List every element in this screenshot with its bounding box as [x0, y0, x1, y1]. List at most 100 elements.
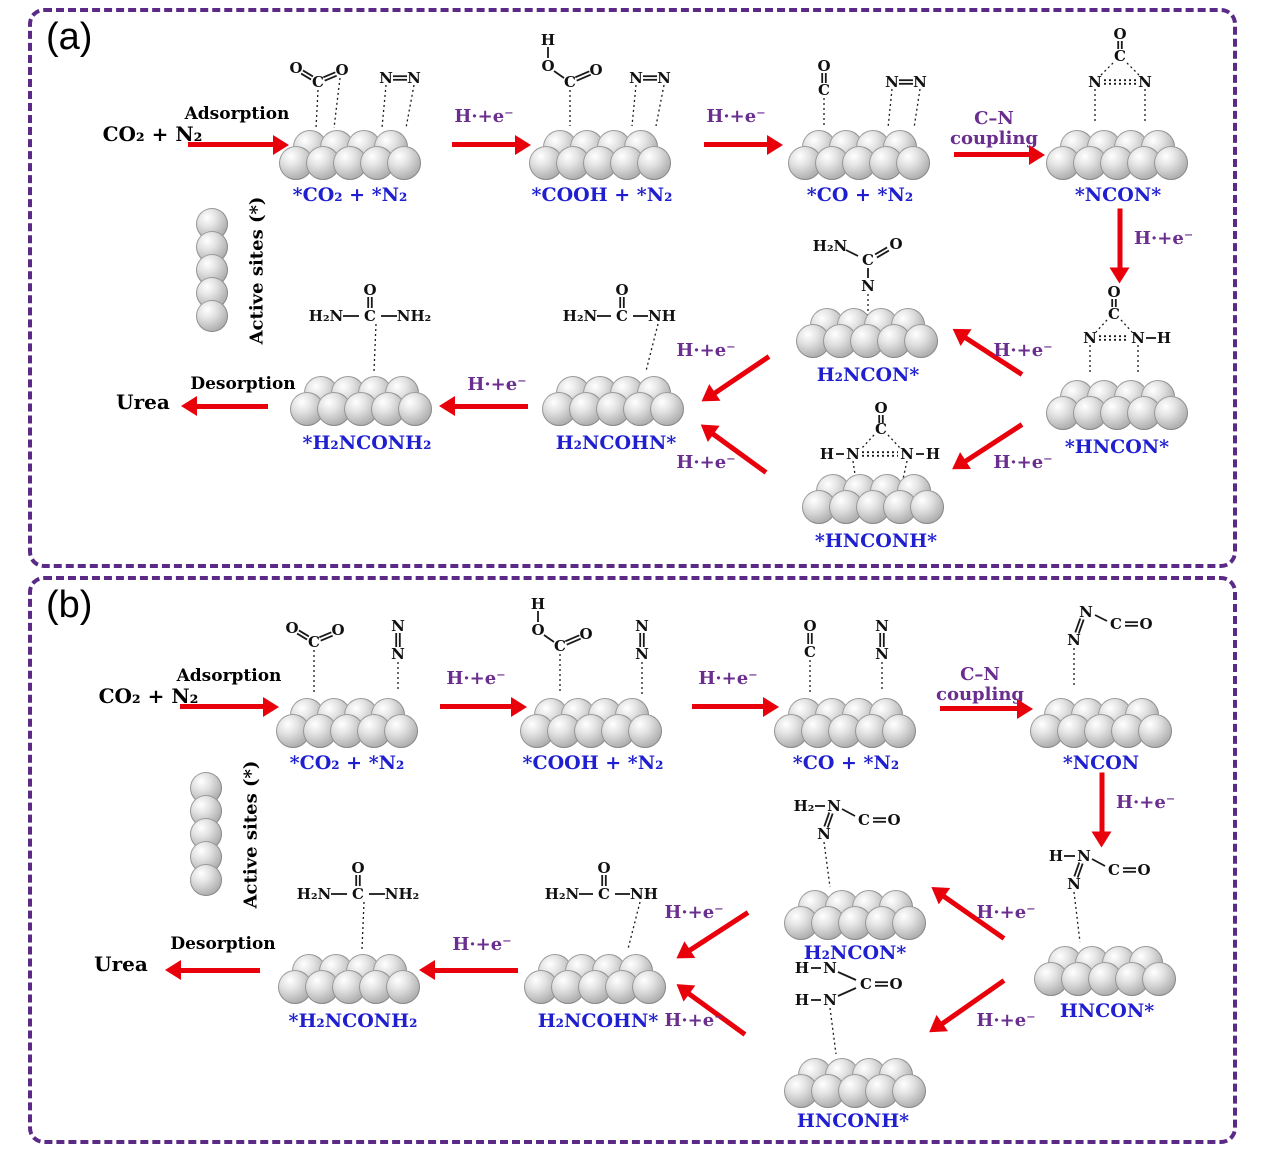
- svg-text:N: N: [1088, 73, 1102, 91]
- svg-text:C: C: [308, 633, 320, 651]
- h-e-arrow-b1: [440, 704, 512, 709]
- svg-text:N: N: [1083, 329, 1097, 347]
- cn-coupling-label2-b: coupling: [936, 684, 1024, 705]
- svg-text:N: N: [900, 445, 914, 463]
- species-label-hnconh-b: HNCONH*: [796, 1110, 910, 1132]
- svg-text:N: N: [1138, 73, 1152, 91]
- svg-text:O: O: [887, 811, 900, 829]
- species-label-hncon-a: *HNCON*: [1064, 436, 1170, 458]
- catalyst-sphere: [386, 970, 420, 1004]
- svg-text:C: C: [564, 73, 576, 91]
- h-e-label-b7: H·+e⁻: [664, 1010, 724, 1031]
- svg-text:NH₂: NH₂: [385, 885, 419, 903]
- cn-coupling-label1-a: C–N: [974, 108, 1014, 129]
- cn-coupling-arrow-a: [954, 152, 1030, 157]
- species-label-ncon-a: *NCON*: [1074, 184, 1162, 206]
- cn-coupling-arrow-b: [940, 706, 1018, 711]
- svg-text:C: C: [804, 643, 816, 661]
- svg-text:O: O: [285, 619, 298, 637]
- svg-text:H: H: [820, 445, 834, 463]
- svg-text:O: O: [1113, 25, 1126, 43]
- cluster-hncon-a: [1042, 380, 1192, 432]
- cn-coupling-label2-a: coupling: [950, 128, 1038, 149]
- svg-text:N: N: [391, 645, 405, 663]
- svg-text:O: O: [597, 859, 610, 877]
- adsorption-arrow-a: [188, 142, 274, 147]
- active-site-sphere: [196, 300, 228, 332]
- species-label-cooh-n2-b: *COOH + *N₂: [522, 752, 664, 774]
- svg-text:O: O: [889, 235, 902, 253]
- catalyst-sphere: [632, 970, 666, 1004]
- urea-label-a: Urea: [116, 390, 170, 414]
- svg-text:C: C: [858, 811, 870, 829]
- desorption-arrow-b: [180, 968, 260, 973]
- svg-text:C: C: [860, 975, 872, 993]
- cluster-hnconh-b: [780, 1058, 930, 1110]
- cluster-h2ncon-a: [792, 308, 942, 360]
- reactant-label-a: CO₂ + N₂: [102, 122, 203, 146]
- svg-text:O: O: [803, 617, 816, 635]
- svg-text:N: N: [823, 959, 837, 977]
- catalyst-sphere: [910, 490, 944, 524]
- h-e-arrow-a2: [704, 142, 768, 147]
- svg-text:C: C: [1108, 861, 1120, 879]
- svg-text:N: N: [657, 69, 671, 87]
- svg-text:O: O: [1137, 861, 1150, 879]
- svg-text:C: C: [598, 885, 610, 903]
- svg-text:H: H: [541, 31, 555, 49]
- active-sites-stack-b: [190, 772, 224, 898]
- h-e-arrow-b3: [1099, 772, 1105, 833]
- svg-text:N: N: [391, 617, 405, 635]
- svg-text:C: C: [616, 307, 628, 325]
- species-label-co2-n2-b: *CO₂ + *N₂: [289, 752, 405, 774]
- svg-text:O: O: [363, 281, 376, 299]
- panel-a-letter: (a): [46, 16, 93, 58]
- svg-text:H₂N: H₂N: [545, 885, 580, 903]
- species-label-hncon-b: HNCON*: [1059, 1000, 1155, 1022]
- panel-b-letter: (b): [46, 584, 93, 626]
- species-label-h2ncohn-a: H₂NCOHN*: [555, 432, 677, 454]
- svg-text:H₂N: H₂N: [563, 307, 598, 325]
- svg-text:O: O: [889, 975, 902, 993]
- h-e-label-a8: H·+e⁻: [467, 374, 527, 395]
- catalyst-sphere: [1138, 714, 1172, 748]
- svg-text:O: O: [335, 61, 348, 79]
- svg-text:O: O: [1139, 615, 1152, 633]
- h-e-label-a5: H·+e⁻: [993, 452, 1053, 473]
- catalyst-sphere: [882, 714, 916, 748]
- svg-text:C: C: [818, 81, 830, 99]
- svg-text:N: N: [913, 73, 927, 91]
- svg-text:NH: NH: [648, 307, 676, 325]
- svg-text:O: O: [331, 621, 344, 639]
- svg-text:N: N: [1067, 875, 1081, 893]
- catalyst-sphere: [384, 714, 418, 748]
- svg-text:N: N: [827, 797, 841, 815]
- svg-text:N: N: [1079, 603, 1093, 621]
- svg-text:N: N: [629, 69, 643, 87]
- svg-text:O: O: [351, 859, 364, 877]
- svg-text:C: C: [1108, 305, 1120, 323]
- species-label-h2nconh2-a: *H₂NCONH₂: [302, 432, 432, 454]
- svg-text:N: N: [875, 617, 889, 635]
- h-e-label-a3: H·+e⁻: [1134, 228, 1194, 249]
- svg-text:N: N: [635, 617, 649, 635]
- species-label-h2nconh2-b: *H₂NCONH₂: [288, 1010, 418, 1032]
- svg-text:O: O: [874, 400, 887, 417]
- svg-text:H₂N: H₂N: [813, 237, 848, 255]
- species-label-co-n2-b: *CO + *N₂: [792, 752, 900, 774]
- desorption-label-b: Desorption: [170, 934, 276, 954]
- svg-text:C: C: [1114, 47, 1126, 65]
- svg-text:N: N: [885, 73, 899, 91]
- h-e-arrow-a3: [1117, 208, 1123, 269]
- adsorption-label-b: Adsorption: [176, 666, 282, 686]
